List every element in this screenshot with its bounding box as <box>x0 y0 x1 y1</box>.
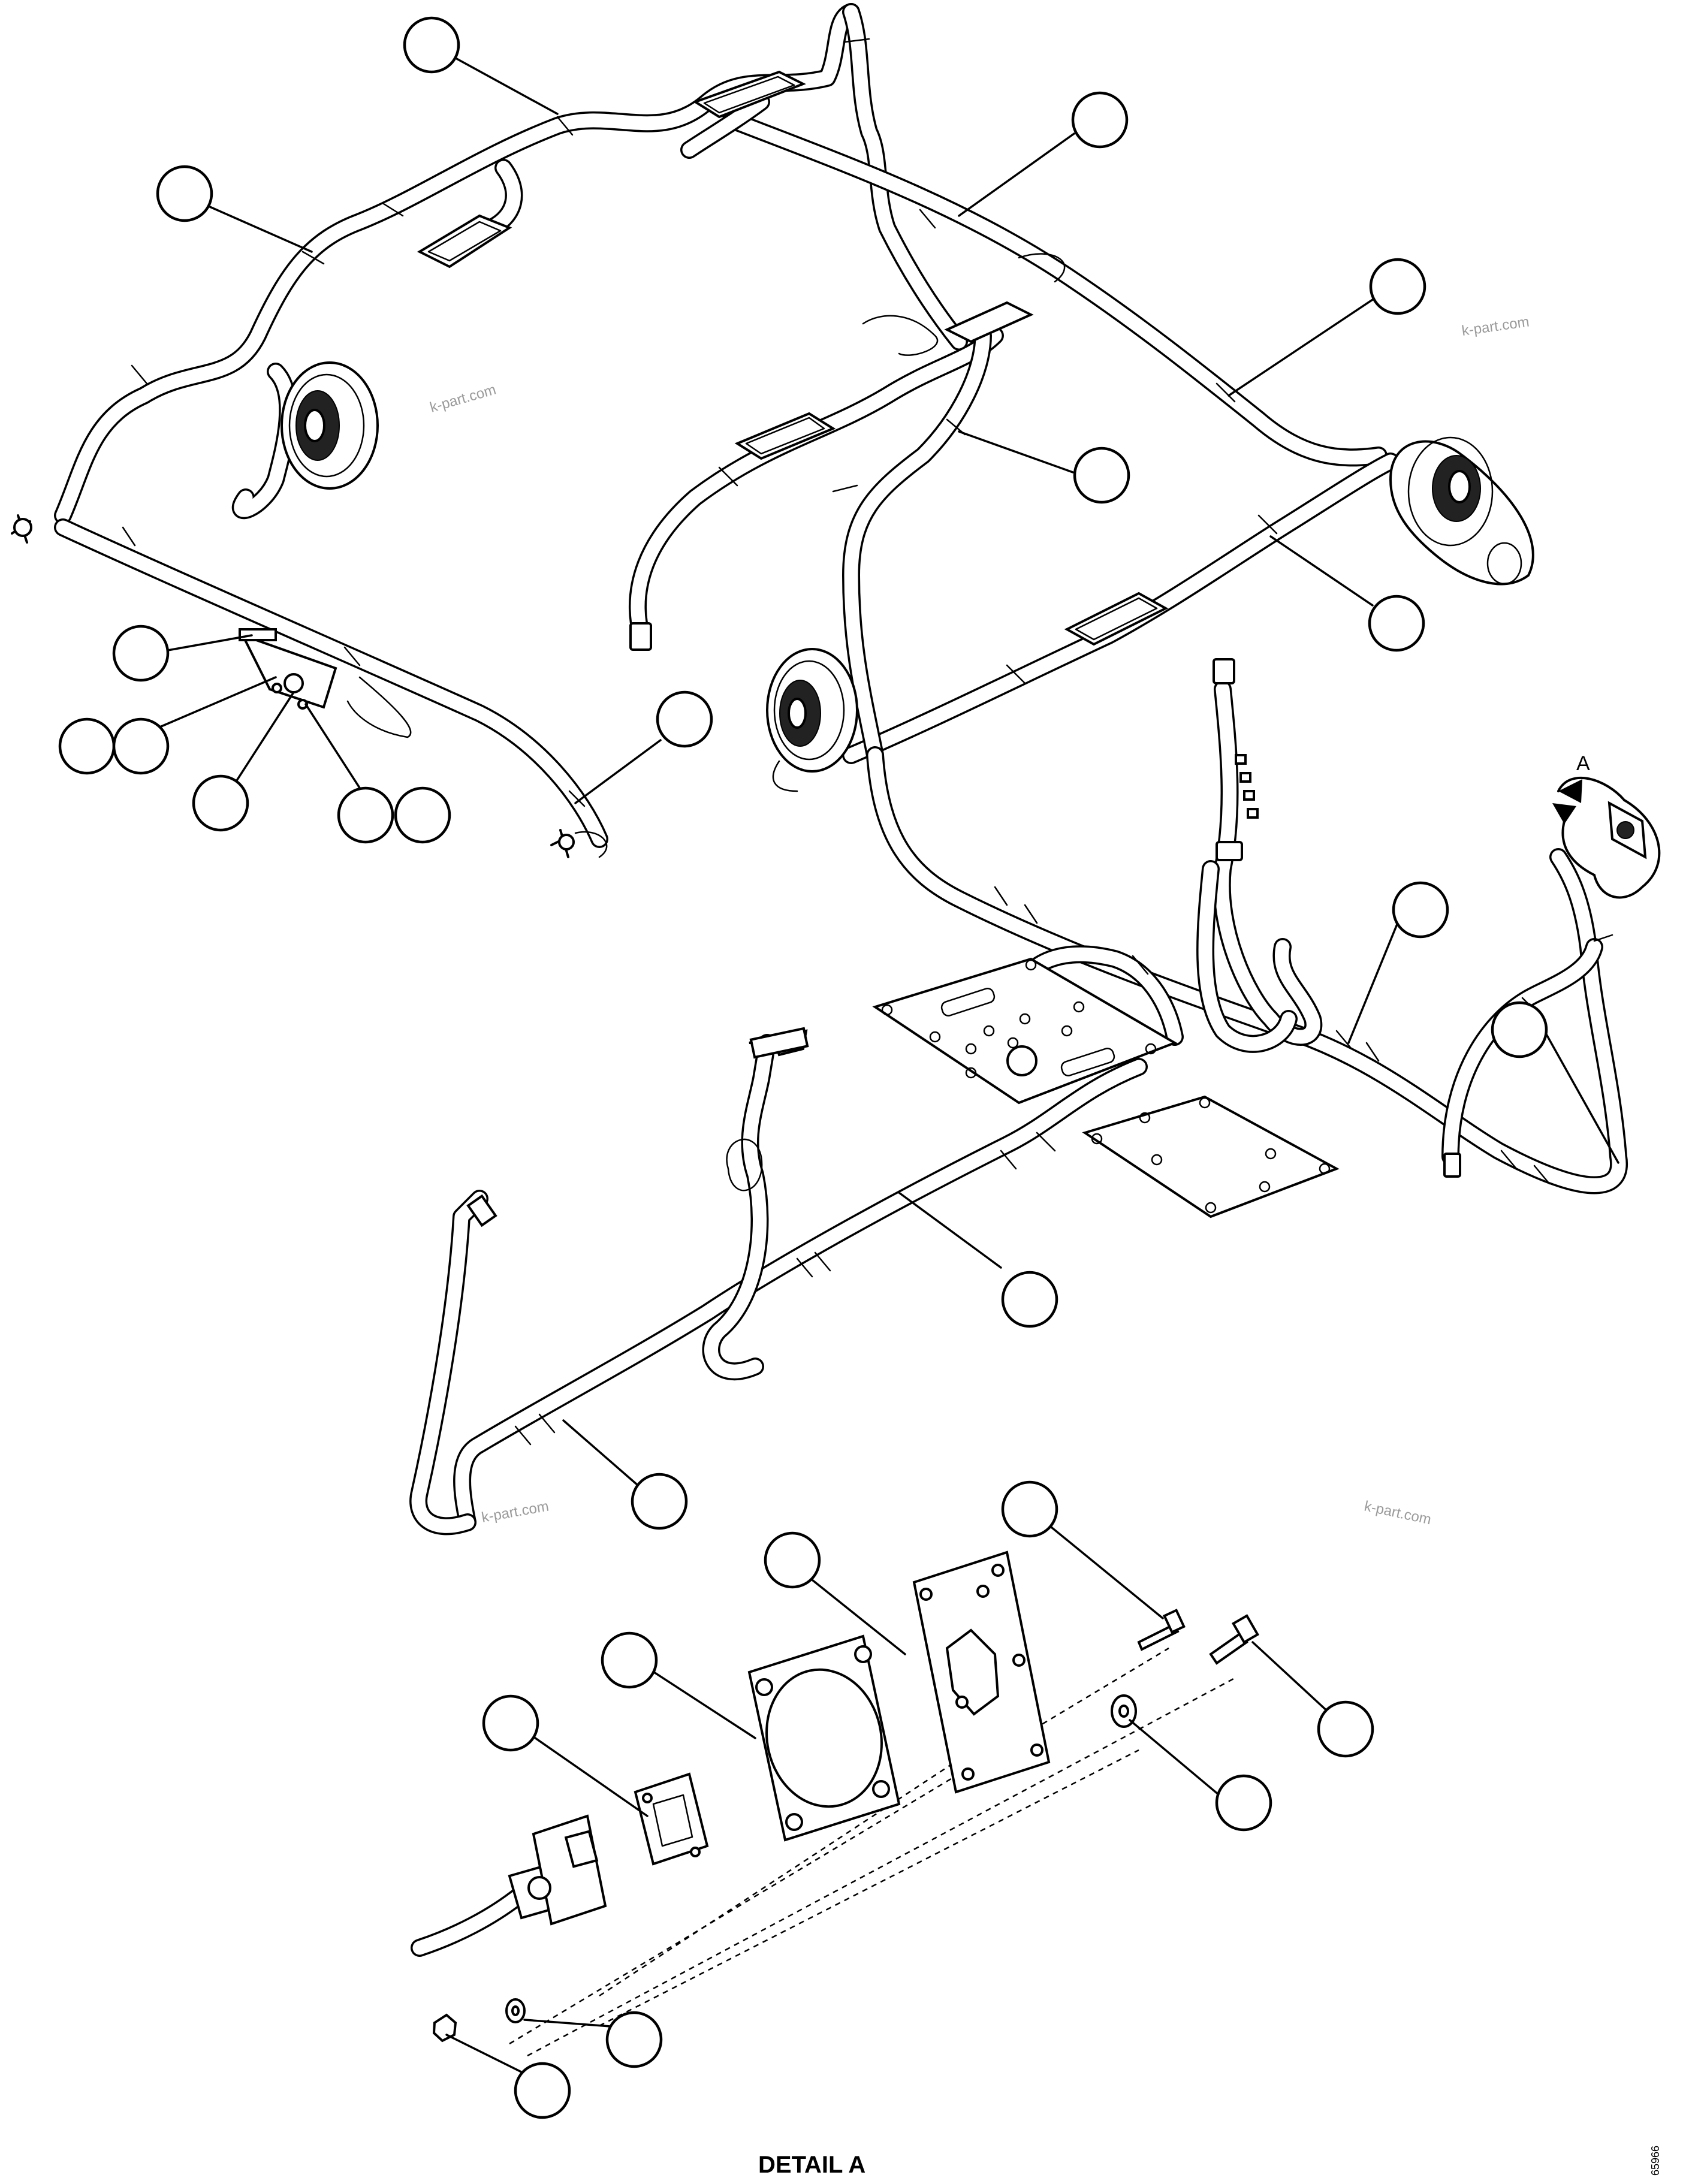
watermark-1: k-part.com <box>428 382 497 416</box>
callout-12 <box>337 786 394 844</box>
view-label: A <box>1576 752 1590 775</box>
watermark-3: k-part.com <box>480 1498 550 1526</box>
callout-8 <box>112 625 170 682</box>
callout-20 <box>601 1631 658 1689</box>
callouts <box>58 16 1619 2119</box>
left-bracket <box>239 628 412 738</box>
callout-13 <box>394 786 451 844</box>
callout-6 <box>1368 595 1425 652</box>
antenna-ends <box>11 514 608 858</box>
callout-25 <box>514 2062 571 2119</box>
callout-1 <box>403 16 460 74</box>
callout-11 <box>192 774 249 832</box>
callout-9 <box>58 717 116 775</box>
callout-22 <box>1317 1700 1374 1758</box>
callout-10 <box>112 717 170 775</box>
lower-harness <box>409 658 1628 1536</box>
callout-18 <box>1001 1480 1058 1538</box>
callout-14 <box>1392 881 1449 939</box>
callout-24 <box>605 2011 663 2068</box>
watermark-4: k-part.com <box>1363 1498 1432 1528</box>
callout-2 <box>156 165 213 222</box>
callout-21 <box>482 1694 539 1752</box>
callout-19 <box>764 1531 821 1589</box>
callout-5 <box>1073 447 1130 504</box>
speaker-left <box>281 361 379 490</box>
figure-code: 65966 <box>1649 2146 1661 2176</box>
speaker-right <box>1389 436 1534 586</box>
callout-17 <box>631 1473 688 1530</box>
upper-harness <box>54 3 1400 848</box>
speaker-center <box>766 648 858 792</box>
detail-label: DETAIL A <box>758 2152 865 2178</box>
detail-a-exploded-view <box>411 1550 1259 2057</box>
view-a-indicator: A <box>1552 752 1661 899</box>
callout-23 <box>1215 1774 1272 1832</box>
callout-15 <box>1491 1001 1548 1058</box>
callout-16 <box>1001 1271 1058 1328</box>
callout-4 <box>1369 258 1426 315</box>
callout-7 <box>656 690 713 748</box>
floor-plates <box>872 957 1340 1218</box>
dome-lights <box>417 70 1169 651</box>
watermark-2: k-part.com <box>1461 313 1530 339</box>
callout-3 <box>1071 91 1129 149</box>
